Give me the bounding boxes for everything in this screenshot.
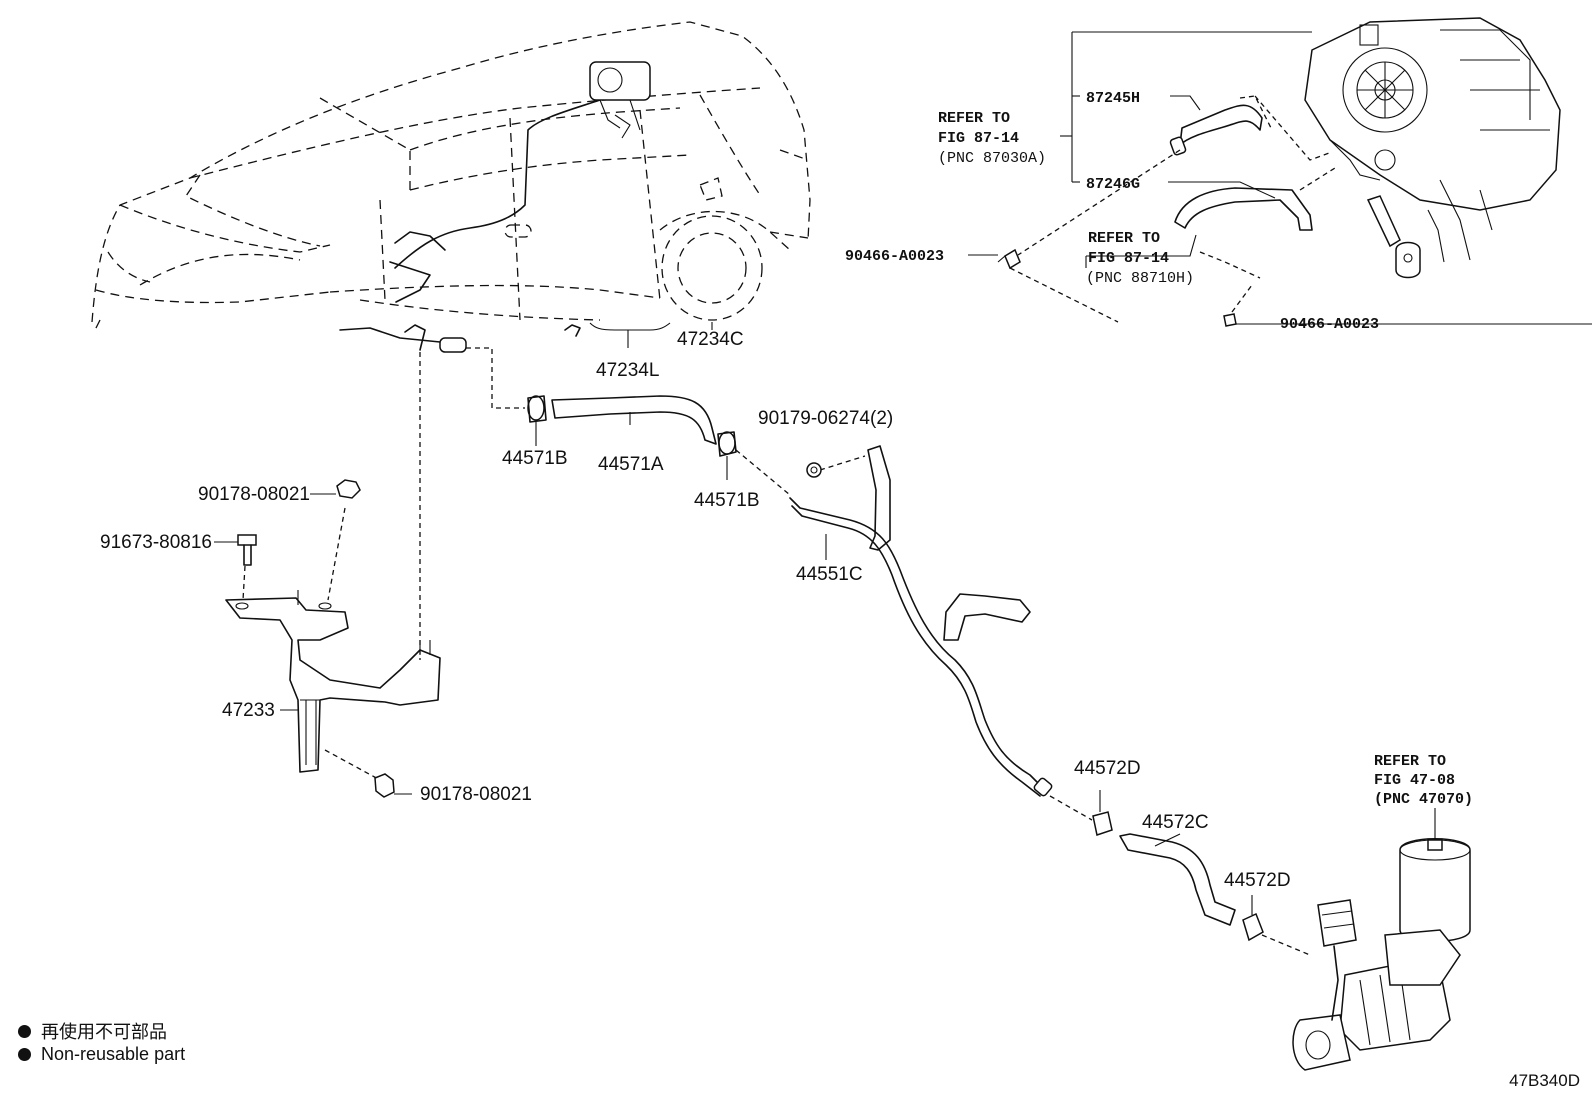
legend-en-text: Non-reusable part: [41, 1044, 186, 1064]
legend-jp: 再使用不可部品: [18, 1018, 167, 1044]
legend-en: Non-reusable part: [18, 1044, 185, 1065]
refer3-line2: FIG 47-08: [1374, 772, 1455, 789]
label-90466-A0023-a: 90466-A0023: [845, 248, 944, 265]
label-44571B-right: 44571B: [694, 490, 760, 511]
refer2-line3: (PNC 88710H): [1086, 270, 1194, 287]
part-47234-brace: [564, 322, 713, 348]
clip-90466-a: [997, 248, 1119, 323]
refer3-line3: (PNC 47070): [1374, 791, 1473, 808]
figure-code: 47B340D: [1509, 1071, 1580, 1090]
nut-90178-top: [336, 479, 361, 499]
leader-87245H: [1170, 95, 1201, 111]
refer1-line3: (PNC 87030A): [938, 150, 1046, 167]
refer2-callout-line: [1086, 234, 1197, 257]
label-44572D-upper: 44572D: [1074, 758, 1141, 779]
label-91673-80816: 91673-80816: [100, 532, 212, 553]
label-87245H: 87245H: [1086, 90, 1140, 107]
vehicle-rear-unit-sketch: [589, 61, 651, 139]
leader-87246G: [1168, 181, 1276, 199]
clip-90466-b: [1199, 251, 1261, 327]
clamp-44572D-lower: [1242, 895, 1311, 956]
part-47233-bracket: [225, 507, 441, 781]
clamp-44572D-upper: [1049, 790, 1113, 836]
nut-90179: [806, 462, 822, 478]
label-47233: 47233: [222, 700, 275, 721]
refer3-line1: REFER TO: [1374, 753, 1446, 770]
part-87245H-hose: [1017, 95, 1333, 256]
part-87246G-hose: [1174, 167, 1336, 231]
non-reusable-dot-icon: [18, 1048, 31, 1061]
label-90466-A0023-b: 90466-A0023: [1280, 316, 1379, 333]
label-47234C: 47234C: [677, 329, 744, 350]
bolt-91673: [237, 534, 257, 566]
label-44572D-lower: 44572D: [1224, 870, 1291, 891]
refer2-line2: FIG 87-14: [1088, 250, 1169, 267]
part-44571A-hose: [551, 395, 717, 445]
label-44572C: 44572C: [1142, 812, 1209, 833]
pump-assembly: [1292, 808, 1471, 1071]
label-90178-08021-bottom: 90178-08021: [420, 784, 532, 805]
label-44571B-left: 44571B: [502, 448, 568, 469]
blower-unit: [1304, 17, 1561, 279]
part-44551C-pipe: [789, 445, 1053, 797]
non-reusable-dot-icon: [18, 1024, 31, 1038]
label-44551C: 44551C: [796, 564, 863, 585]
refer2-line1: REFER TO: [1088, 230, 1160, 247]
legend-jp-text: 再使用不可部品: [41, 1022, 167, 1042]
front-hose-on-vehicle: [339, 324, 525, 660]
label-87246G: 87246G: [1086, 176, 1140, 193]
clamp-44571B-right: [717, 431, 791, 496]
clamp-44571B-left: [527, 395, 547, 446]
label-44571A: 44571A: [598, 454, 664, 475]
label-90179-06274: 90179-06274(2): [758, 408, 893, 429]
label-90178-08021-top: 90178-08021: [198, 484, 310, 505]
refer1-line1: REFER TO: [938, 110, 1010, 127]
part-44572C-hose: [1119, 833, 1236, 926]
vehicle-outline: [91, 21, 811, 331]
nut-90178-bottom: [374, 773, 395, 798]
label-47234L: 47234L: [596, 360, 659, 381]
refer1-line2: FIG 87-14: [938, 130, 1019, 147]
